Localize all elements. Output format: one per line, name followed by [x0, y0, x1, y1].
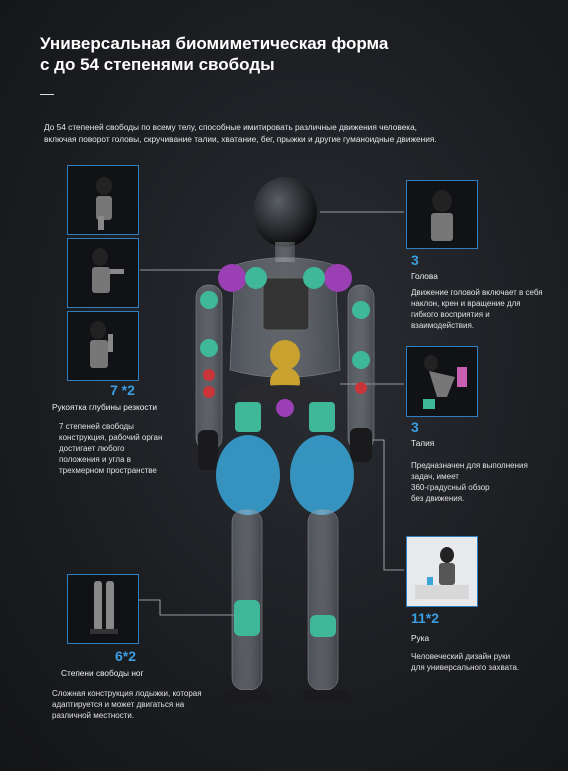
robot-head	[253, 177, 317, 247]
intro-line-2: включая поворот головы, скручивание тали…	[44, 134, 437, 144]
head-label: Голова	[411, 271, 438, 281]
waist-desc-line: без движения.	[411, 494, 465, 503]
legs-desc-line: Сложная конструкция лодыжки, которая	[52, 689, 202, 698]
left-arm-thumbnail-2	[67, 238, 139, 308]
left-arm-desc-line: конструкция, рабочий орган	[59, 433, 163, 442]
legs-desc-line: различной местности.	[52, 711, 135, 720]
title-line-1: Универсальная биомиметическая форма	[40, 34, 389, 53]
hand-desc-line: Человеческий дизайн руки	[411, 652, 511, 661]
title-line-2: с до 54 степенями свободы	[40, 55, 275, 74]
legs-thumbnail	[67, 574, 139, 644]
left-arm-desc-line: 7 степеней свободы	[59, 422, 134, 431]
humanoid-robot-illustration	[160, 170, 410, 730]
left-arm-label: Рукоятка глубины резкости	[52, 402, 157, 412]
head-desc-line: гибкого восприятия и	[411, 310, 490, 319]
legs-number: 6*2	[115, 648, 137, 664]
waist-desc-line: 360-градусный обзор	[411, 483, 490, 492]
left-arm-number: 7 *2	[110, 382, 135, 398]
hand-thumbnail	[406, 536, 478, 607]
waist-desc-line: задач, имеет	[411, 472, 459, 481]
hand-number: 11*2	[411, 610, 440, 626]
hand-desc-line: для универсального захвата.	[411, 663, 520, 672]
legs-description: Сложная конструкция лодыжки, которая ада…	[52, 688, 202, 721]
hand-description: Человеческий дизайн руки для универсальн…	[411, 651, 519, 673]
left-arm-thumbnail-3	[67, 311, 139, 381]
title-divider	[40, 94, 54, 95]
legs-desc-line: адаптируется и может двигаться на	[52, 700, 185, 709]
robot-chest-unit	[262, 277, 310, 331]
left-arm-desc-line: достигает любого	[59, 444, 125, 453]
left-arm-desc-line: положения и угла в	[59, 455, 131, 464]
waist-desc-line: Предназначен для выполнения	[411, 461, 528, 470]
intro-line-1: До 54 степеней свободы по всему телу, сп…	[44, 122, 417, 132]
waist-number: 3	[411, 419, 419, 435]
head-desc-line: Движение головой включает в себя	[411, 288, 543, 297]
hand-label: Рука	[411, 633, 430, 643]
head-desc-line: взаимодействия.	[411, 321, 475, 330]
left-arm-description: 7 степеней свободы конструкция, рабочий …	[59, 421, 162, 476]
page-title: Универсальная биомиметическая форма с до…	[40, 33, 460, 75]
left-arm-desc-line: трехмерном пространстве	[59, 466, 157, 475]
waist-thumbnail	[406, 346, 478, 417]
head-thumbnail	[406, 180, 478, 249]
waist-description: Предназначен для выполнения задач, имеет…	[411, 460, 528, 504]
left-arm-thumbnail-1	[67, 165, 139, 235]
head-number: 3	[411, 252, 419, 268]
head-desc-line: наклон, крен и вращение для	[411, 299, 521, 308]
intro-text: До 54 степеней свободы по всему телу, сп…	[44, 121, 544, 145]
head-description: Движение головой включает в себя наклон,…	[411, 287, 543, 331]
legs-label: Степени свободы ног	[61, 668, 144, 678]
waist-label: Талия	[411, 438, 435, 448]
